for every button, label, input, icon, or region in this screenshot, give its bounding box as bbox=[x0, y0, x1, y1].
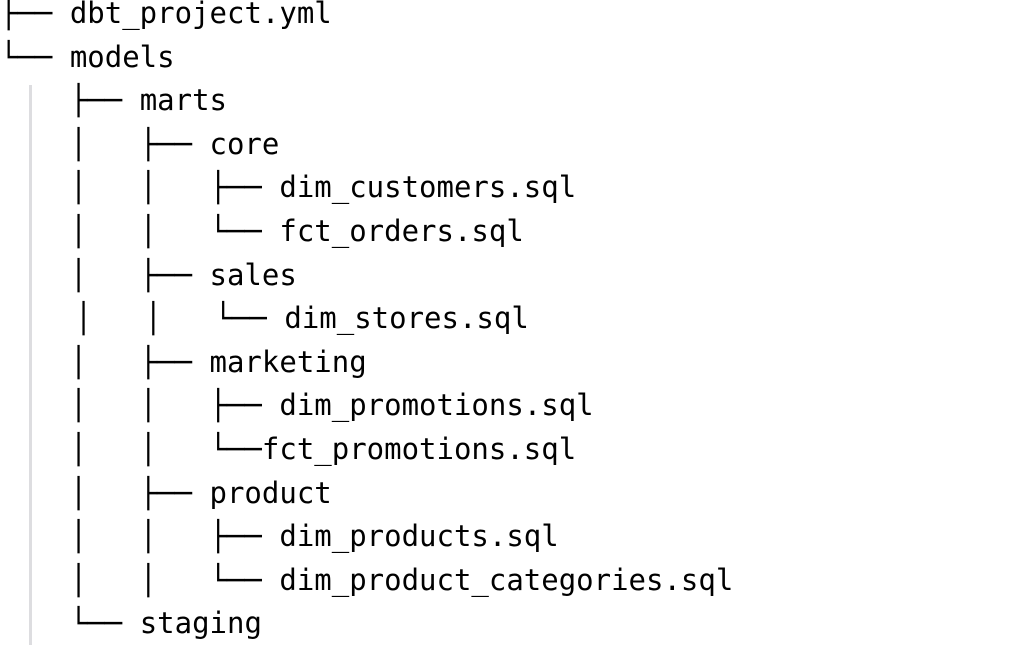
tree-row[interactable]: ├── marts bbox=[0, 79, 733, 123]
tree-row[interactable]: │ │ ├── dim_promotions.sql bbox=[0, 384, 733, 428]
tree-branch-glyph: │ │ ├── bbox=[0, 170, 280, 205]
code-block-gutter-rule bbox=[29, 85, 32, 645]
tree-directory-name[interactable]: sales bbox=[209, 257, 297, 292]
tree-branch-glyph: ├── bbox=[0, 0, 70, 30]
tree-directory-name[interactable]: staging bbox=[139, 606, 262, 641]
tree-row[interactable]: └── staging bbox=[0, 602, 733, 646]
tree-branch-glyph: ├── bbox=[0, 83, 140, 118]
tree-row[interactable]: │ │ ├── dim_products.sql bbox=[0, 515, 733, 559]
tree-row[interactable]: │ │ └── dim_product_categories.sql bbox=[0, 559, 733, 603]
tree-branch-glyph: │ │ └── bbox=[5, 301, 285, 336]
tree-row[interactable]: │ │ └── fct_orders.sql bbox=[0, 210, 733, 254]
tree-branch-glyph: └── bbox=[0, 606, 140, 641]
tree-file-name[interactable]: dim_promotions.sql bbox=[279, 388, 594, 423]
tree-row[interactable]: │ ├── marketing bbox=[0, 341, 733, 385]
tree-file-name[interactable]: fct_orders.sql bbox=[279, 213, 524, 248]
tree-directory-name[interactable]: marts bbox=[139, 83, 227, 118]
tree-row[interactable]: │ ├── product bbox=[0, 472, 733, 516]
tree-branch-glyph: │ │ ├── bbox=[0, 519, 280, 554]
tree-file-name[interactable]: fct_promotions.sql bbox=[261, 431, 577, 466]
tree-branch-glyph: │ │ └── bbox=[0, 562, 280, 597]
tree-file-name[interactable]: dim_customers.sql bbox=[279, 170, 577, 205]
tree-row[interactable]: │ ├── core bbox=[0, 123, 733, 167]
tree-branch-glyph: │ ├── bbox=[0, 257, 210, 292]
tree-file-name[interactable]: dim_product_categories.sql bbox=[279, 562, 734, 597]
tree-branch-glyph: │ │ ├── bbox=[0, 388, 280, 423]
tree-branch-glyph: └── bbox=[0, 39, 70, 74]
tree-row[interactable]: │ │ └── dim_stores.sql bbox=[5, 297, 738, 341]
tree-file-name[interactable]: dim_products.sql bbox=[279, 519, 559, 554]
tree-row[interactable]: ├── dbt_project.yml bbox=[0, 0, 733, 36]
tree-directory-name[interactable]: models bbox=[69, 39, 175, 74]
tree-row[interactable]: │ │ ├── dim_customers.sql bbox=[0, 166, 733, 210]
tree-branch-glyph: │ │ └── bbox=[0, 213, 280, 248]
tree-directory-name[interactable]: marketing bbox=[209, 344, 367, 379]
directory-tree-listing: ├── dbt_project.yml└── models ├── marts … bbox=[0, 0, 733, 646]
tree-row[interactable]: │ ├── sales bbox=[0, 254, 733, 298]
tree-branch-glyph: │ ├── bbox=[0, 126, 210, 161]
tree-branch-glyph: │ ├── bbox=[0, 344, 210, 379]
tree-file-name[interactable]: dim_stores.sql bbox=[284, 301, 529, 336]
tree-branch-glyph: │ ├── bbox=[0, 475, 210, 510]
tree-file-name[interactable]: dbt_project.yml bbox=[69, 0, 332, 30]
tree-directory-name[interactable]: product bbox=[209, 475, 332, 510]
tree-row[interactable]: │ │ └──fct_promotions.sql bbox=[0, 428, 733, 472]
tree-branch-glyph: │ │ └── bbox=[0, 431, 262, 466]
tree-directory-name[interactable]: core bbox=[209, 126, 280, 161]
tree-row[interactable]: └── models bbox=[0, 36, 733, 80]
